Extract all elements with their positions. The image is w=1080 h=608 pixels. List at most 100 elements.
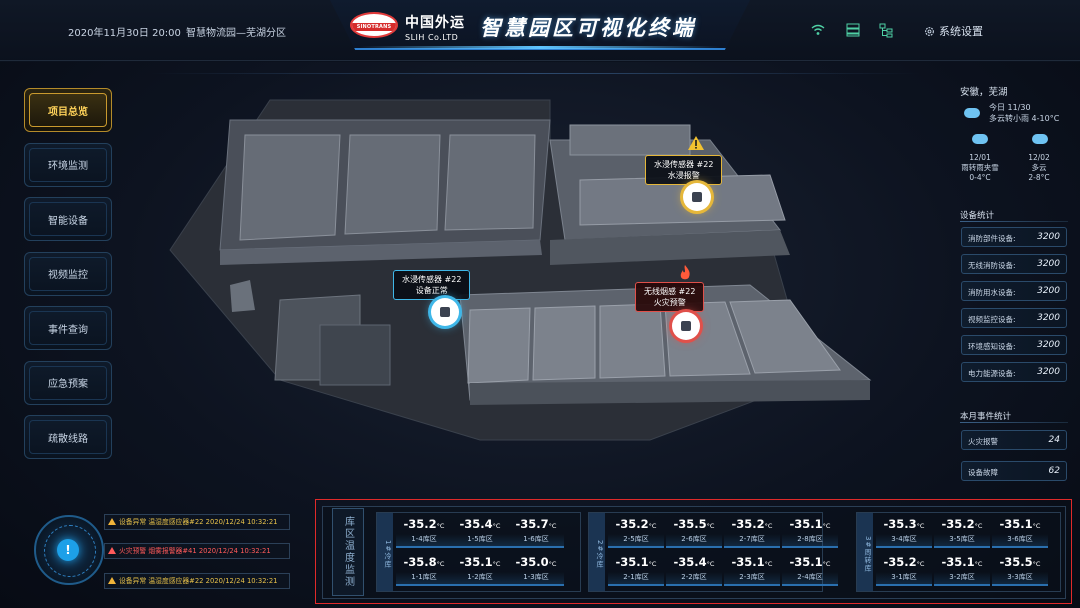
temperature-panel xyxy=(322,506,1066,599)
gear-icon xyxy=(925,26,934,36)
org-chart-icon[interactable] xyxy=(878,22,894,38)
temperature-value: -35.3°C xyxy=(883,517,925,531)
temperature-panel-label: 库区温度监测 xyxy=(332,508,364,596)
zone-label: 3-2库区 xyxy=(949,573,975,581)
sensor-marker-red[interactable] xyxy=(672,312,700,340)
marker-card-water-normal[interactable]: 水浸传感器 #22 设备正常 xyxy=(393,270,471,300)
temperature-unit: °C xyxy=(764,560,773,568)
zone-label: 2-3库区 xyxy=(739,573,765,581)
wifi-icon[interactable] xyxy=(810,22,826,38)
temperature-cell[interactable]: -35.5°C 2-6库区 xyxy=(666,516,722,548)
temperature-value: -35.2°C xyxy=(615,517,657,531)
temperature-value: -35.2°C xyxy=(403,517,445,531)
nav-item-2[interactable]: 智能设备 xyxy=(24,197,112,241)
zone-label: 3-3库区 xyxy=(1007,573,1033,581)
temperature-cell[interactable]: -35.2°C 2-7库区 xyxy=(724,516,780,548)
temperature-unit: °C xyxy=(974,522,983,530)
temperature-value: -35.1°C xyxy=(731,555,773,569)
app-title: 智慧园区可视化终端 xyxy=(480,16,696,40)
marker-card-fire-alarm[interactable]: 无线烟感 #22 火灾预警 xyxy=(635,282,705,312)
alert-info-icon[interactable]: ! xyxy=(57,539,79,561)
alert-item-0[interactable]: 设备异常 温湿度感应器#22 2020/12/24 10:32:21 xyxy=(104,514,290,530)
device-stat-4[interactable]: 环境感知设备:3200 xyxy=(961,335,1067,355)
temperature-unit: °C xyxy=(548,560,557,568)
temperature-cell[interactable]: -35.1°C 2-4库区 xyxy=(782,554,838,586)
alert-item-2[interactable]: 设备异常 温湿度感应器#22 2020/12/24 10:32:21 xyxy=(104,573,290,589)
temperature-cell[interactable]: -35.4°C 2-2库区 xyxy=(666,554,722,586)
temperature-cell[interactable]: -35.2°C 1-4库区 xyxy=(396,516,452,548)
zone-label: 2-7库区 xyxy=(739,535,765,543)
nav-item-4[interactable]: 事件查询 xyxy=(24,306,112,350)
nav-item-1[interactable]: 环境监测 xyxy=(24,142,112,187)
alert-item-1[interactable]: 火灾预警 烟雾报警器#41 2020/12/24 10:32:21 xyxy=(104,543,290,559)
temperature-value: -35.1°C xyxy=(789,517,831,531)
temperature-unit: °C xyxy=(822,522,831,530)
device-stat-1[interactable]: 无线消防设备:3200 xyxy=(961,254,1067,274)
temperature-value: -35.4°C xyxy=(459,517,501,531)
temperature-unit: °C xyxy=(436,560,445,568)
temperature-unit: °C xyxy=(706,522,715,530)
group-label: 1#冷库 xyxy=(377,513,393,591)
cold-storage-2: 2#冷库 xyxy=(588,512,823,592)
zone-label: 2-6库区 xyxy=(681,535,707,543)
company-logo: SINOTRANS xyxy=(350,12,398,38)
device-stat-5[interactable]: 电力能源设备:3200 xyxy=(961,362,1067,382)
temperature-value: -35.5°C xyxy=(673,517,715,531)
forecast-day-1: 12/01 雨转雨夹雪 0-4°C xyxy=(961,153,999,182)
fire-warning-icon xyxy=(108,547,116,554)
settings-button[interactable]: 系统设置 xyxy=(924,23,983,39)
sensor-marker-cyan[interactable] xyxy=(431,298,459,326)
settings-label: 系统设置 xyxy=(939,25,983,38)
device-stat-2[interactable]: 消防用水设备:3200 xyxy=(961,281,1067,301)
zone-label: 2-4库区 xyxy=(797,573,823,581)
brand-block: 中国外运 SLIH Co.LTD xyxy=(405,12,465,42)
nav-item-0[interactable]: 项目总览 xyxy=(24,88,112,132)
brand-name-en: SLIH Co.LTD xyxy=(405,33,459,42)
temperature-unit: °C xyxy=(648,560,657,568)
header-divider xyxy=(0,60,1080,61)
temperature-cell[interactable]: -35.1°C 2-3库区 xyxy=(724,554,780,586)
zone-label: 1-4库区 xyxy=(411,535,437,543)
turnover-storage-3: 3#周转库 xyxy=(856,512,1061,592)
zone-label: 1-5库区 xyxy=(467,535,493,543)
fire-icon xyxy=(680,265,690,280)
map-top-divider xyxy=(150,73,920,74)
temperature-value: -35.1°C xyxy=(789,555,831,569)
device-stat-3[interactable]: 视频监控设备:3200 xyxy=(961,308,1067,328)
device-stat-0[interactable]: 消防部件设备:3200 xyxy=(961,227,1067,247)
server-icon[interactable] xyxy=(845,22,861,38)
warning-icon xyxy=(108,577,116,584)
temperature-cell[interactable]: -35.4°C 1-5库区 xyxy=(452,516,508,548)
nav-item-6[interactable]: 疏散线路 xyxy=(24,415,112,459)
park-3d-map[interactable] xyxy=(150,80,930,500)
zone-label: 2-2库区 xyxy=(681,573,707,581)
forecast-day-2: 12/02 多云 2-8°C xyxy=(1028,153,1050,182)
zone-label: 1-2库区 xyxy=(467,573,493,581)
sensor-marker-yellow[interactable] xyxy=(683,183,711,211)
group-label: 2#冷库 xyxy=(589,513,605,591)
temperature-value: -35.2°C xyxy=(731,517,773,531)
nav-item-5[interactable]: 应急预案 xyxy=(24,360,112,405)
warning-icon xyxy=(688,136,704,150)
marker-card-water-alarm[interactable]: 水浸传感器 #22 水浸报警 xyxy=(645,155,723,185)
cloud-icon-2 xyxy=(1032,134,1048,144)
nav-item-3[interactable]: 视频监控 xyxy=(24,251,112,296)
temperature-value: -35.4°C xyxy=(673,555,715,569)
temperature-unit: °C xyxy=(916,560,925,568)
